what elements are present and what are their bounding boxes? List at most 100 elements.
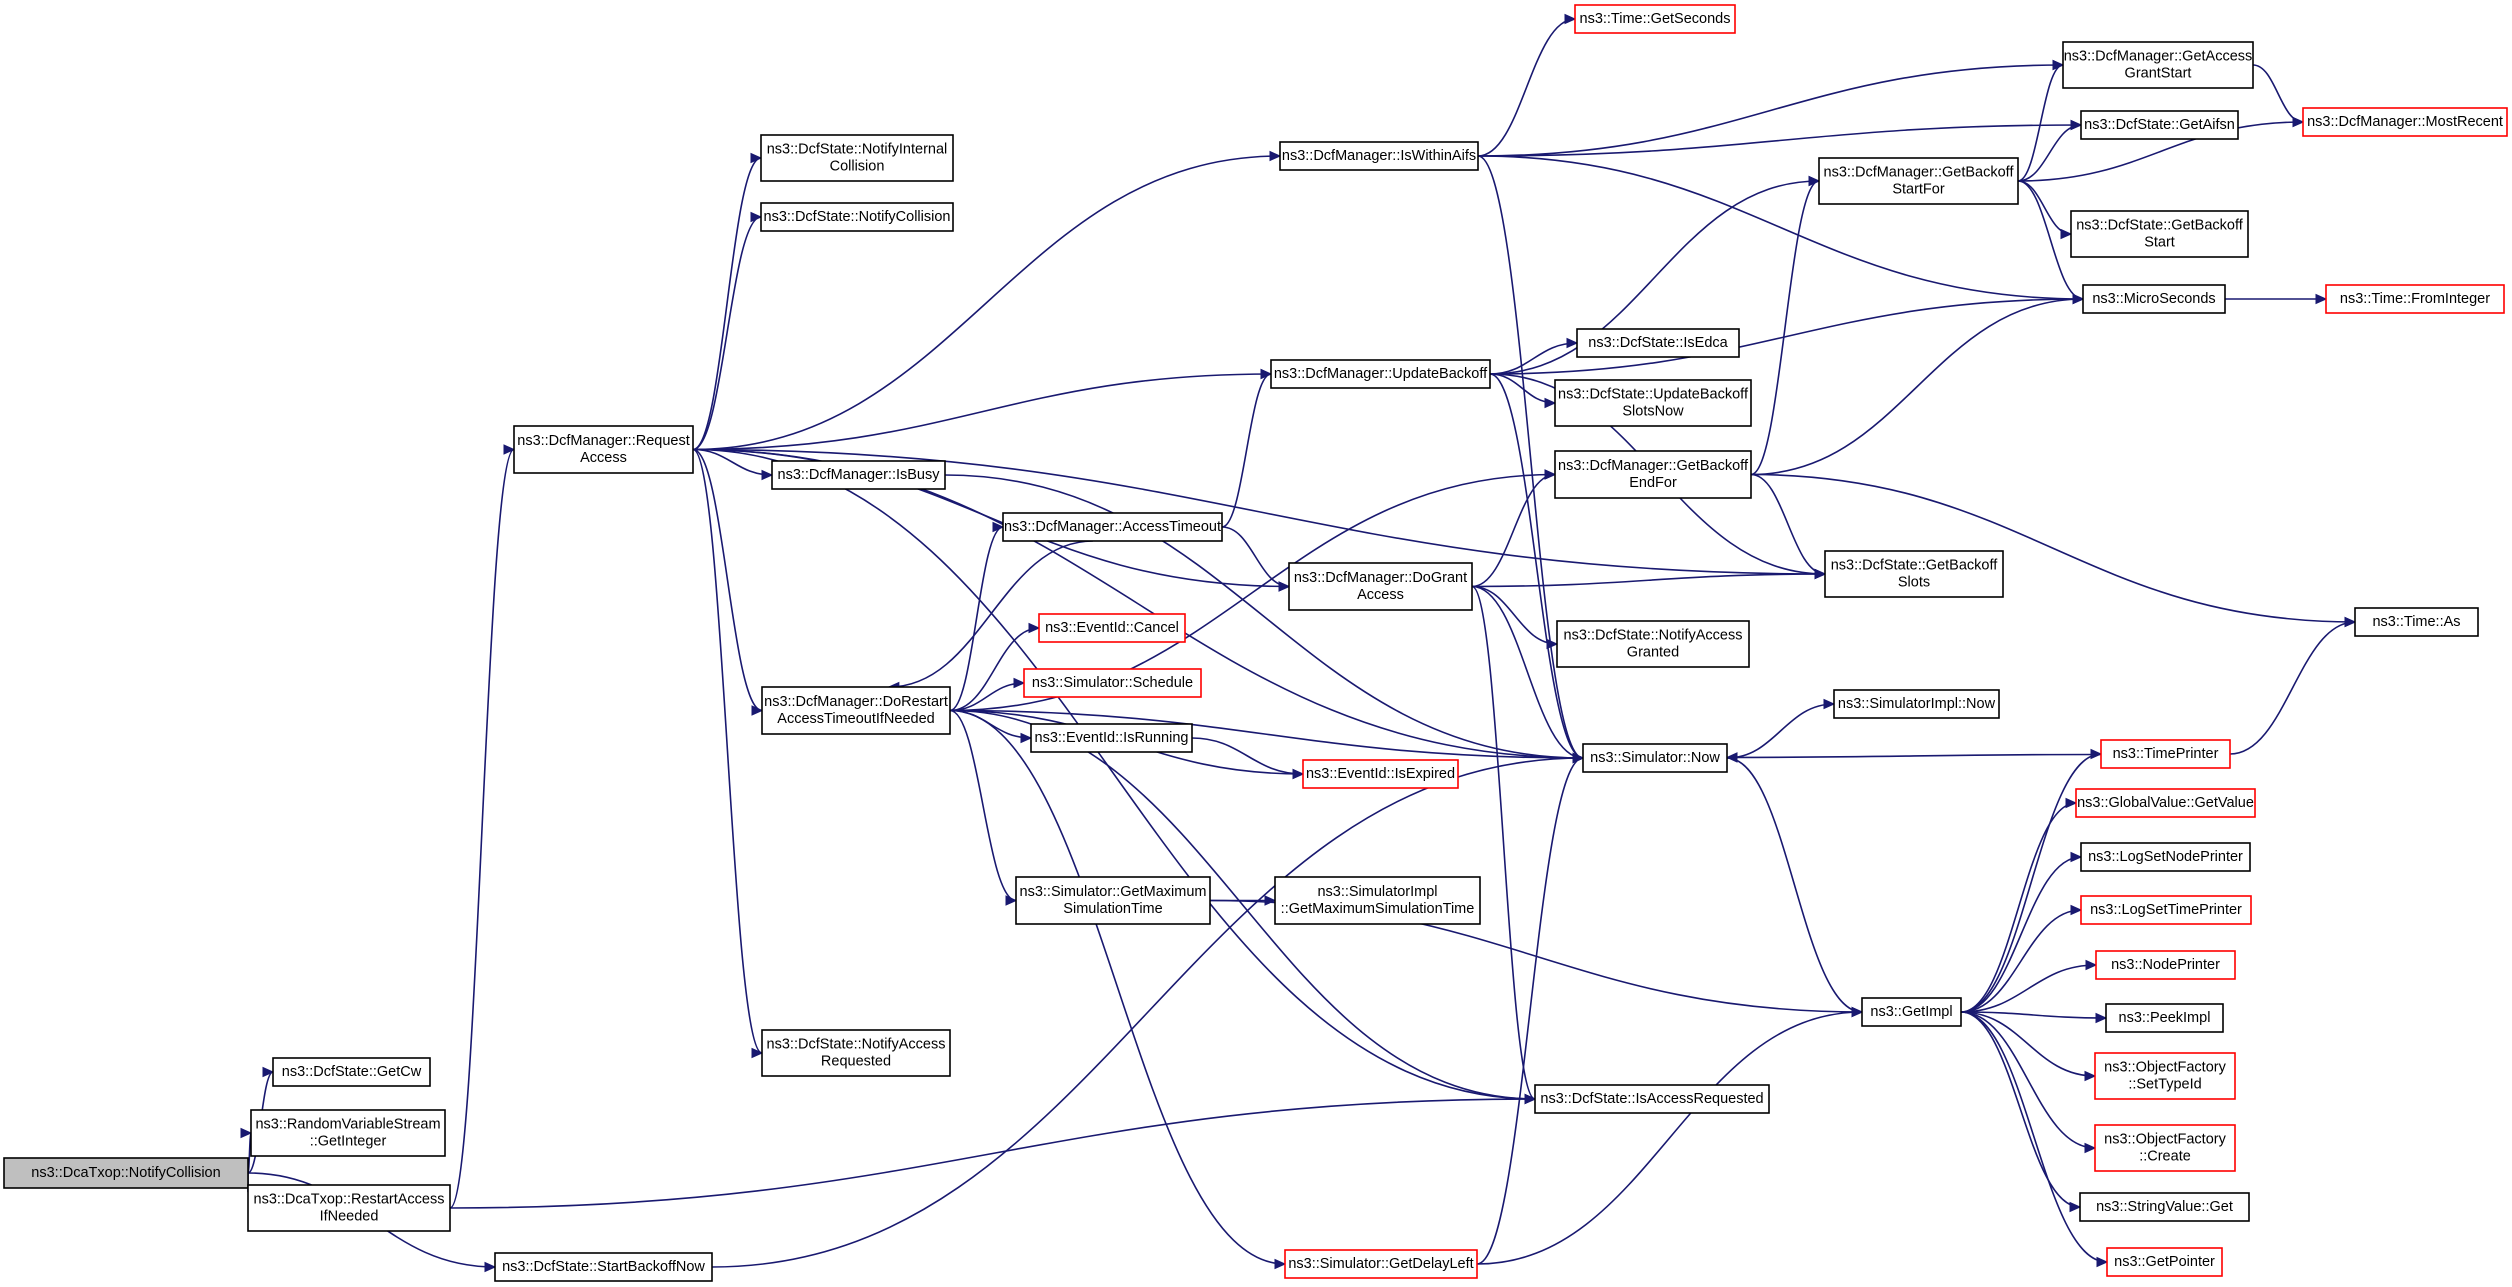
node-simSchedule[interactable]: ns3::Simulator::Schedule <box>1023 668 1202 698</box>
node-ofSetTypeId[interactable]: ns3::ObjectFactory::SetTypeId <box>2094 1052 2236 1100</box>
node-rvsGetInteger[interactable]: ns3::RandomVariableStream::GetInteger <box>250 1109 446 1157</box>
node-eventIsRunning[interactable]: ns3::EventId::IsRunning <box>1030 723 1193 753</box>
node-globalValueGetValue[interactable]: ns3::GlobalValue::GetValue <box>2075 788 2256 818</box>
node-getDelayLeft[interactable]: ns3::Simulator::GetDelayLeft <box>1284 1249 1478 1279</box>
node-peekImpl[interactable]: ns3::PeekImpl <box>2105 1003 2224 1033</box>
node-label: ns3::DcfState::UpdateBackoff <box>1558 386 1749 402</box>
node-label: ::SetTypeId <box>2128 1076 2201 1092</box>
node-label: ns3::Simulator::GetMaximum <box>1020 884 1207 900</box>
edge-restartAccessIfNeeded-to-isAccessRequested <box>449 1098 1536 1209</box>
node-label: ns3::DcfManager::UpdateBackoff <box>1274 366 1488 382</box>
node-notifyCollision[interactable]: ns3::DcaTxop::NotifyCollision <box>3 1157 249 1189</box>
node-timeGetSeconds[interactable]: ns3::Time::GetSeconds <box>1574 4 1736 34</box>
node-logSetNodePrinter[interactable]: ns3::LogSetNodePrinter <box>2080 842 2251 872</box>
node-eventIsExpired[interactable]: ns3::EventId::IsExpired <box>1302 759 1459 789</box>
arrowhead-icon <box>2072 293 2085 305</box>
arrowhead-icon <box>2069 1201 2082 1213</box>
arrowhead-icon <box>2065 797 2078 809</box>
node-box <box>1534 1084 1770 1114</box>
node-box <box>2082 284 2226 314</box>
node-dcfStateNotifyCollision[interactable]: ns3::DcfState::NotifyCollision <box>760 202 954 232</box>
node-label: ns3::DcfState::GetBackoff <box>1831 557 1999 573</box>
node-label: ns3::EventId::IsRunning <box>1035 730 1189 746</box>
node-isWithinAifs[interactable]: ns3::DcfManager::IsWithinAifs <box>1279 141 1479 171</box>
node-timeFromInteger[interactable]: ns3::Time::FromInteger <box>2325 284 2505 314</box>
node-label: ns3::GetPointer <box>2114 1254 2215 1270</box>
node-nodePrinter[interactable]: ns3::NodePrinter <box>2095 950 2236 980</box>
arrowhead-icon <box>1028 622 1041 634</box>
arrowhead-icon <box>2070 851 2083 863</box>
node-isEdca[interactable]: ns3::DcfState::IsEdca <box>1576 328 1740 358</box>
node-isAccessRequested[interactable]: ns3::DcfState::IsAccessRequested <box>1534 1084 1770 1114</box>
node-label: ns3::DcfState::NotifyCollision <box>764 209 951 225</box>
node-box <box>1023 668 1202 698</box>
node-label: IfNeeded <box>320 1208 379 1224</box>
node-label: ns3::SimulatorImpl <box>1317 884 1437 900</box>
node-label: ns3::LogSetNodePrinter <box>2088 849 2243 865</box>
node-startBackoffNow[interactable]: ns3::DcfState::StartBackoffNow <box>494 1252 713 1282</box>
node-label: ns3::PeekImpl <box>2119 1010 2211 1026</box>
node-label: ::Create <box>2139 1148 2191 1164</box>
node-accessTimeout[interactable]: ns3::DcfManager::AccessTimeout <box>1002 512 1223 542</box>
node-doRestart[interactable]: ns3::DcfManager::DoRestartAccessTimeoutI… <box>761 686 951 735</box>
node-updateBackoff[interactable]: ns3::DcfManager::UpdateBackoff <box>1270 359 1491 389</box>
node-label: ns3::LogSetTimePrinter <box>2090 902 2242 918</box>
edge-isWithinAifs-to-getAifsn <box>1477 124 2082 157</box>
arrowhead-icon <box>240 1127 253 1139</box>
edge-accessTimeout-to-doRestart <box>888 540 1093 688</box>
node-box <box>760 202 954 232</box>
node-simGetMax[interactable]: ns3::Simulator::GetMaximumSimulationTime <box>1015 876 1211 925</box>
node-logSetTimePrinter[interactable]: ns3::LogSetTimePrinter <box>2080 895 2252 925</box>
node-box <box>1030 723 1193 753</box>
node-simImplNow[interactable]: ns3::SimulatorImpl::Now <box>1833 689 2000 719</box>
arrowhead-icon <box>262 1066 275 1078</box>
edge-getImpl-to-ofSetTypeId <box>1960 1011 2096 1077</box>
edge-requestAccess-to-notifyAccessRequested <box>692 448 763 1054</box>
node-box <box>247 1184 451 1232</box>
node-label: ns3::Time::As <box>2372 614 2460 630</box>
node-getImpl[interactable]: ns3::GetImpl <box>1861 997 1962 1027</box>
edge-accessTimeout-to-doGrantAccess <box>1221 526 1290 588</box>
arrowhead-icon <box>2070 904 2083 916</box>
node-box <box>761 686 951 735</box>
edge-getBackoffEndFor-to-getBackoffSlots <box>1750 473 1826 575</box>
edge-getDelayLeft-to-simNow <box>1476 757 1584 1265</box>
node-timeAs[interactable]: ns3::Time::As <box>2354 607 2479 637</box>
node-microSeconds[interactable]: ns3::MicroSeconds <box>2082 284 2226 314</box>
node-getAifsn[interactable]: ns3::DcfState::GetAifsn <box>2080 110 2239 140</box>
edge-getBackoffStartFor-to-getBackoffStart <box>2017 180 2072 235</box>
node-box <box>1554 450 1752 499</box>
node-getCw[interactable]: ns3::DcfState::GetCw <box>272 1057 431 1087</box>
node-label: SlotsNow <box>1622 403 1684 419</box>
edge-layer <box>240 13 2357 1273</box>
node-eventCancel[interactable]: ns3::EventId::Cancel <box>1038 613 1186 643</box>
node-ofCreate[interactable]: ns3::ObjectFactory::Create <box>2094 1124 2236 1172</box>
node-timePrinter[interactable]: ns3::TimePrinter <box>2100 739 2231 769</box>
node-stringValueGet[interactable]: ns3::StringValue::Get <box>2079 1192 2250 1222</box>
arrowhead-icon <box>1269 150 1282 162</box>
node-implGetMax[interactable]: ns3::SimulatorImpl::GetMaximumSimulation… <box>1274 876 1481 925</box>
arrowhead-icon <box>1544 397 1557 409</box>
node-label: SimulationTime <box>1063 901 1162 917</box>
node-isBusy[interactable]: ns3::DcfManager::IsBusy <box>771 460 946 490</box>
node-label: ns3::GetImpl <box>1870 1004 1952 1020</box>
arrowhead-icon <box>1823 698 1836 710</box>
node-getPointer[interactable]: ns3::GetPointer <box>2106 1247 2223 1277</box>
node-label: ns3::DcfManager::DoRestart <box>764 694 948 710</box>
node-simNow[interactable]: ns3::Simulator::Now <box>1582 743 1728 773</box>
node-mostRecent[interactable]: ns3::DcfManager::MostRecent <box>2302 107 2508 137</box>
edge-requestAccess-to-isWithinAifs <box>692 155 1281 451</box>
